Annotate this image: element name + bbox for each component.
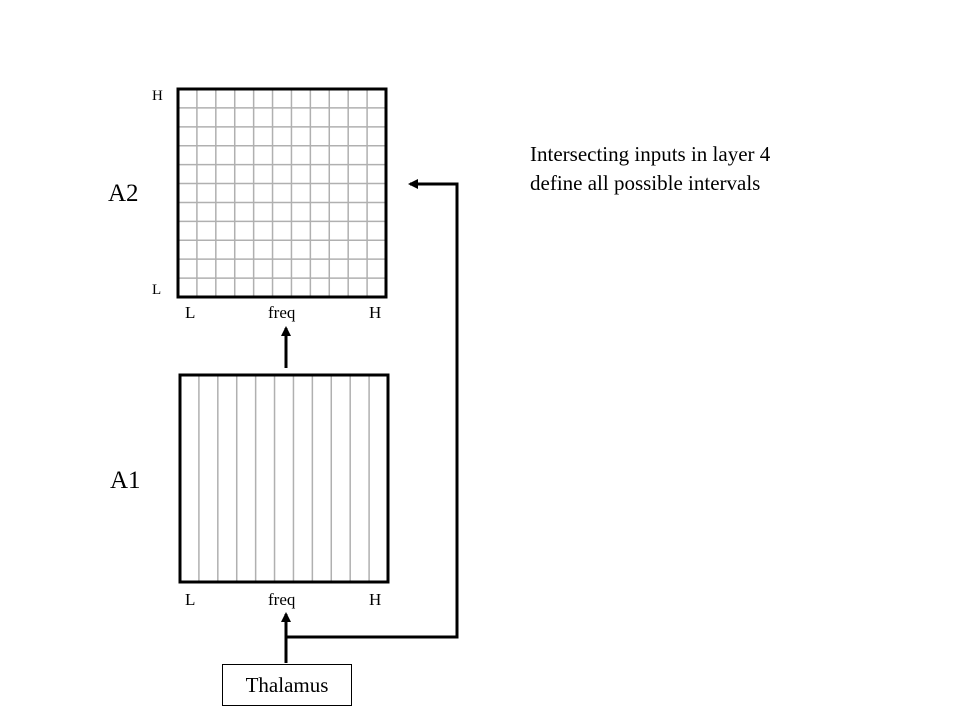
a2-grid-lines: [178, 89, 386, 297]
a2-y-high-label: H: [152, 88, 163, 104]
a1-x-high-label: H: [369, 590, 382, 609]
a2-title: A2: [108, 180, 139, 207]
a2-x-axis-label: freq: [268, 303, 296, 322]
caption-line-2: define all possible intervals: [530, 171, 761, 195]
a2-y-low-label: L: [152, 282, 162, 298]
a2-x-low-label: L: [185, 303, 196, 322]
a2-x-high-label: H: [369, 303, 382, 322]
a1-x-axis-label: freq: [268, 590, 296, 609]
caption: Intersecting inputs in layer 4 define al…: [530, 140, 770, 198]
thalamus-label: Thalamus: [245, 672, 329, 697]
thalamus-to-a2-arrow: [286, 179, 459, 639]
a1-x-low-label: L: [185, 590, 196, 609]
a1-map-box: [178, 373, 390, 584]
a1-title: A1: [110, 467, 141, 494]
thalamus-box: Thalamus: [222, 664, 352, 706]
a1-grid-lines: [198, 375, 370, 582]
a2-map-box: [176, 87, 388, 299]
caption-line-1: Intersecting inputs in layer 4: [530, 142, 771, 166]
